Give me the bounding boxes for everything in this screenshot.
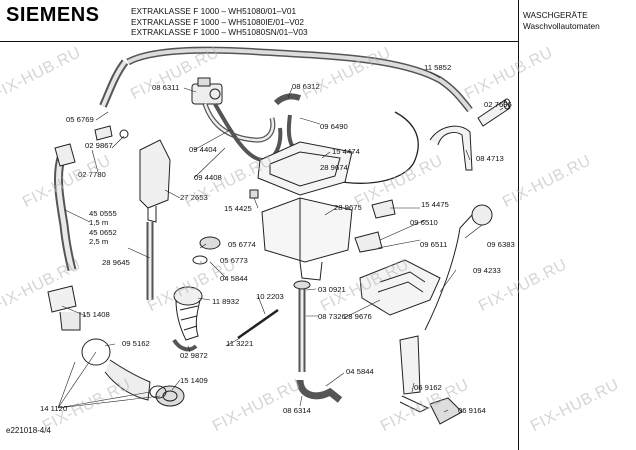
part-154475 bbox=[371, 199, 396, 219]
part-label-094404: 09 4404 bbox=[189, 145, 217, 154]
category-subtitle: Waschvollautomaten bbox=[523, 20, 600, 31]
part-label-086311: 08 6311 bbox=[152, 83, 180, 92]
nozzle-027696 bbox=[477, 98, 511, 127]
part-label-289674: 28 9674 bbox=[320, 163, 348, 172]
part-label-087326: 08 7326 bbox=[318, 312, 346, 321]
filter-151409 bbox=[149, 385, 185, 407]
drawing-code: e221018-4/4 bbox=[6, 426, 51, 435]
model-line-1: EXTRAKLASSE F 1000 – WH51080/01–V01 bbox=[131, 6, 297, 16]
model-line-3: EXTRAKLASSE F 1000 – WH51080SN/01–V03 bbox=[131, 27, 308, 37]
part-label-029867: 02 9867 bbox=[85, 141, 113, 150]
part-label-095162: 09 5162 bbox=[122, 339, 150, 348]
part-label-029872: 02 9872 bbox=[180, 351, 208, 360]
part-label-056773: 05 6773 bbox=[220, 256, 248, 265]
dispenser-frame-289674 bbox=[257, 141, 353, 196]
bellows-118932 bbox=[173, 286, 203, 341]
model-line-2: EXTRAKLASSE F 1000 – WH51080IE/01–V02 bbox=[131, 16, 304, 27]
part-label-069164: 06 9164 bbox=[458, 406, 486, 415]
part-label-154474: 15 4474 bbox=[332, 147, 360, 156]
part-label-086314: 08 6314 bbox=[283, 406, 311, 415]
part-label-086312: 08 6312 bbox=[292, 82, 320, 91]
part-label-118932: 11 8932 bbox=[212, 297, 240, 306]
category-title: WASCHGERÄTE bbox=[523, 10, 588, 20]
rod-113221 bbox=[237, 308, 279, 340]
part-label-151409: 15 1409 bbox=[180, 376, 208, 385]
drain-pump-151408 bbox=[47, 285, 151, 401]
bracket-084713 bbox=[429, 125, 473, 171]
part-label-151408: 15 1408 bbox=[82, 310, 110, 319]
hose-115852 bbox=[126, 46, 473, 113]
part-label-length-15m: 1,5 m bbox=[89, 218, 109, 227]
part-label-115852: 11 5852 bbox=[424, 63, 452, 72]
seal-056773 bbox=[192, 255, 208, 265]
part-label-141120: 14 1120 bbox=[40, 404, 68, 413]
latch-096511 bbox=[354, 231, 383, 253]
part-label-056774: 05 6774 bbox=[228, 240, 256, 249]
part-label-289675: 28 9675 bbox=[334, 203, 362, 212]
part-label-154475: 15 4475 bbox=[421, 200, 449, 209]
category-block: WASCHGERÄTE Waschvollautomaten bbox=[523, 10, 600, 31]
elbow-029867 bbox=[94, 125, 129, 141]
standpipe-087326 bbox=[293, 280, 311, 372]
part-label-045844-upper: 04 5844 bbox=[220, 274, 248, 283]
hose-086312 bbox=[273, 93, 302, 106]
part-label-027696: 02 7696 bbox=[484, 100, 512, 109]
part-label-056769: 05 6769 bbox=[66, 115, 94, 124]
dispenser-drawer-289676 bbox=[359, 259, 441, 316]
bracket-069162 bbox=[399, 335, 430, 413]
part-label-096511: 09 6511 bbox=[420, 240, 448, 249]
elbow-045844 bbox=[296, 379, 343, 403]
part-label-113221: 11 3221 bbox=[226, 339, 254, 348]
part-label-272653: 27 2653 bbox=[180, 193, 208, 202]
clamp-154425 bbox=[249, 189, 259, 199]
hose-029872 bbox=[172, 338, 198, 352]
part-label-094408: 09 4408 bbox=[194, 173, 222, 182]
part-label-289676: 28 9676 bbox=[344, 312, 372, 321]
model-list: EXTRAKLASSE F 1000 – WH51080/01–V01 EXTR… bbox=[131, 6, 308, 38]
part-label-289645: 28 9645 bbox=[102, 258, 130, 267]
part-label-069162: 06 9162 bbox=[414, 383, 442, 392]
frame-divider-vertical bbox=[518, 0, 519, 450]
brand-logo: SIEMENS bbox=[6, 4, 100, 26]
seal-056774 bbox=[199, 236, 221, 250]
part-label-length-25m: 2,5 m bbox=[89, 237, 109, 246]
part-label-450555: 45 0555 bbox=[89, 209, 117, 218]
inlet-valve-086311 bbox=[191, 77, 223, 105]
part-label-096510: 09 6510 bbox=[410, 218, 438, 227]
part-label-030921: 03 0921 bbox=[318, 285, 346, 294]
air-chamber-272653 bbox=[139, 139, 171, 223]
part-label-096383: 09 6383 bbox=[487, 240, 515, 249]
part-label-094233: 09 4233 bbox=[473, 266, 501, 275]
dispenser-housing-289675 bbox=[261, 197, 353, 281]
frame-divider-horizontal bbox=[0, 41, 518, 42]
part-label-102203: 10 2203 bbox=[256, 292, 284, 301]
part-label-045844-lower: 04 5844 bbox=[346, 367, 374, 376]
part-label-027780: 02 7780 bbox=[78, 170, 106, 179]
part-label-450652: 45 0652 bbox=[89, 228, 117, 237]
part-label-084713: 08 4713 bbox=[476, 154, 504, 163]
part-label-096490: 09 6490 bbox=[320, 122, 348, 131]
part-label-154425: 15 4425 bbox=[224, 204, 252, 213]
